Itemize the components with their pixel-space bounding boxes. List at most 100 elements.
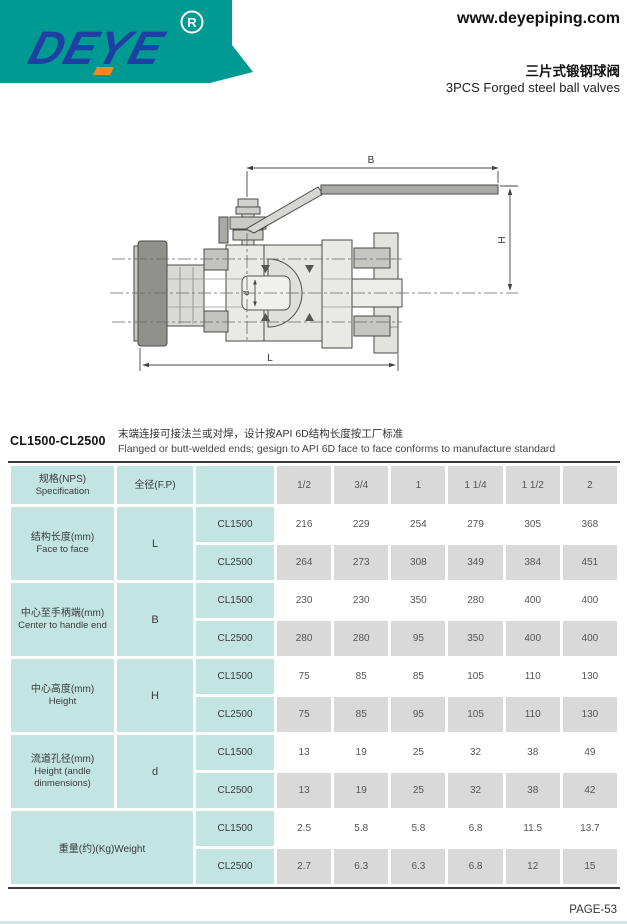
symbol-cell: d xyxy=(117,735,193,808)
table-row: CL2500 75 85 95 105 110 130 xyxy=(11,697,617,732)
value-cell: 85 xyxy=(391,659,446,694)
value-cell: 105 xyxy=(448,697,503,732)
value-cell: 13 xyxy=(277,773,332,808)
left-bottom-nut xyxy=(203,310,229,333)
row-label-cell: 流道孔径(mm) Height (andle dinmensions) xyxy=(11,735,114,808)
value-cell: 110 xyxy=(505,697,560,732)
table-row: CL2500 13 19 25 32 38 42 xyxy=(11,773,617,808)
value-cell: 400 xyxy=(505,583,560,618)
value-cell: 5.8 xyxy=(391,811,446,846)
value-cell: 350 xyxy=(391,583,446,618)
value-cell: 368 xyxy=(562,507,617,542)
row-label-cell: 结构长度(mm) Face to face xyxy=(11,507,114,580)
value-cell: 12 xyxy=(505,849,560,884)
value-cell: 49 xyxy=(562,735,617,770)
right-top-nut xyxy=(353,247,391,269)
row-label-zh: 中心高度(mm) xyxy=(30,684,95,695)
value-cell: 75 xyxy=(277,697,332,732)
deye-logo: DEYE R xyxy=(0,0,253,83)
pressure-class-range: CL1500-CL2500 xyxy=(10,434,106,448)
table-row: 中心至手柄端(mm) Center to handle end B CL1500… xyxy=(11,583,617,656)
stem-washer xyxy=(235,206,261,215)
value-cell: 110 xyxy=(505,659,560,694)
value-cell: 400 xyxy=(562,621,617,656)
value-cell: 85 xyxy=(334,697,389,732)
value-cell: 13 xyxy=(277,735,332,770)
row-label-cell: 重量(约)(Kg)Weight xyxy=(11,811,193,884)
value-cell: 384 xyxy=(505,545,560,580)
value-cell: 279 xyxy=(448,507,503,542)
table-row: CL2500 264 273 308 349 384 451 xyxy=(11,545,617,580)
value-cell: 85 xyxy=(334,659,389,694)
value-cell: 2.7 xyxy=(277,849,332,884)
value-cell: 19 xyxy=(334,735,389,770)
value-cell: 38 xyxy=(505,773,560,808)
value-cell: 25 xyxy=(391,735,446,770)
row-label-zh: 流道孔径(mm) xyxy=(30,754,95,765)
right-body-flange xyxy=(321,239,353,349)
left-flange xyxy=(137,240,168,347)
class-cell: CL1500 xyxy=(196,811,274,846)
spec-header-zh: 规格(NPS) xyxy=(38,473,87,485)
value-cell: 130 xyxy=(562,659,617,694)
value-cell: 400 xyxy=(562,583,617,618)
value-cell: 25 xyxy=(391,773,446,808)
value-cell: 38 xyxy=(505,735,560,770)
spec-table: 规格(NPS) Specification 全径(F.P) 1/2 3/4 1 … xyxy=(8,463,620,887)
dim-label-d: d xyxy=(242,291,251,295)
left-top-nut xyxy=(203,248,229,271)
value-cell: 42 xyxy=(562,773,617,808)
value-cell: 130 xyxy=(562,697,617,732)
table-row: 结构长度(mm) Face to face L CL1500 216 229 2… xyxy=(11,507,617,580)
dim-label-B: B xyxy=(368,155,375,166)
value-cell: 11.5 xyxy=(505,811,560,846)
size-header-cell: 1 1/2 xyxy=(505,466,560,504)
note-en: Flanged or butt-welded ends; gesign to A… xyxy=(118,442,556,455)
class-cell: CL2500 xyxy=(196,621,274,656)
value-cell: 95 xyxy=(391,621,446,656)
row-label-en: Face to face xyxy=(36,544,89,555)
row-label-en: Height xyxy=(48,696,77,707)
value-cell: 95 xyxy=(391,697,446,732)
logo-brand-text: DEYE xyxy=(23,23,171,75)
value-cell: 2.5 xyxy=(277,811,332,846)
stem-stop-plate xyxy=(218,216,229,244)
size-header-cell: 1 1/4 xyxy=(448,466,503,504)
value-cell: 229 xyxy=(334,507,389,542)
value-cell: 15 xyxy=(562,849,617,884)
value-cell: 280 xyxy=(448,583,503,618)
row-label-en: Height (andle dinmensions) xyxy=(34,766,91,789)
table-row: 重量(约)(Kg)Weight CL1500 2.5 5.8 5.8 6.8 1… xyxy=(11,811,617,884)
class-cell: CL2500 xyxy=(196,849,274,884)
table-notes: 末端连接可接法兰或对焊，设计按API 6D结构长度按工厂标准 Flanged o… xyxy=(118,427,555,456)
table-row: 流道孔径(mm) Height (andle dinmensions) d CL… xyxy=(11,735,617,808)
size-header-cell: 3/4 xyxy=(334,466,389,504)
value-cell: 6.3 xyxy=(391,849,446,884)
registered-mark-icon xyxy=(180,10,204,34)
value-cell: 400 xyxy=(505,621,560,656)
size-header-cell: 2 xyxy=(562,466,617,504)
note-zh: 末端连接可接法兰或对焊，设计按API 6D结构长度按工厂标准 xyxy=(118,428,404,440)
table-row: CL2500 2.7 6.3 6.3 6.8 12 15 xyxy=(11,849,617,884)
spec-header-cell: 规格(NPS) Specification xyxy=(11,466,114,504)
class-cell: CL1500 xyxy=(196,659,274,694)
class-cell: CL1500 xyxy=(196,583,274,618)
value-cell: 6.3 xyxy=(334,849,389,884)
symbol-cell: B xyxy=(117,583,193,656)
logo-teal-flag xyxy=(0,0,253,83)
value-cell: 273 xyxy=(334,545,389,580)
spec-header-en: Specification xyxy=(35,485,90,497)
product-title-en: 3PCS Forged steel ball valves xyxy=(445,80,620,95)
stem-hex-nut-2 xyxy=(232,229,264,241)
value-cell: 6.8 xyxy=(448,849,503,884)
row-label-cell: 中心至手柄端(mm) Center to handle end xyxy=(11,583,114,656)
value-cell: 216 xyxy=(277,507,332,542)
website-url: www.deyepiping.com xyxy=(457,10,620,27)
size-header-cell: 1 xyxy=(391,466,446,504)
value-cell: 280 xyxy=(334,621,389,656)
value-cell: 305 xyxy=(505,507,560,542)
value-cell: 6.8 xyxy=(448,811,503,846)
value-cell: 32 xyxy=(448,773,503,808)
row-label-zh: 中心至手柄端(mm) xyxy=(20,608,105,619)
